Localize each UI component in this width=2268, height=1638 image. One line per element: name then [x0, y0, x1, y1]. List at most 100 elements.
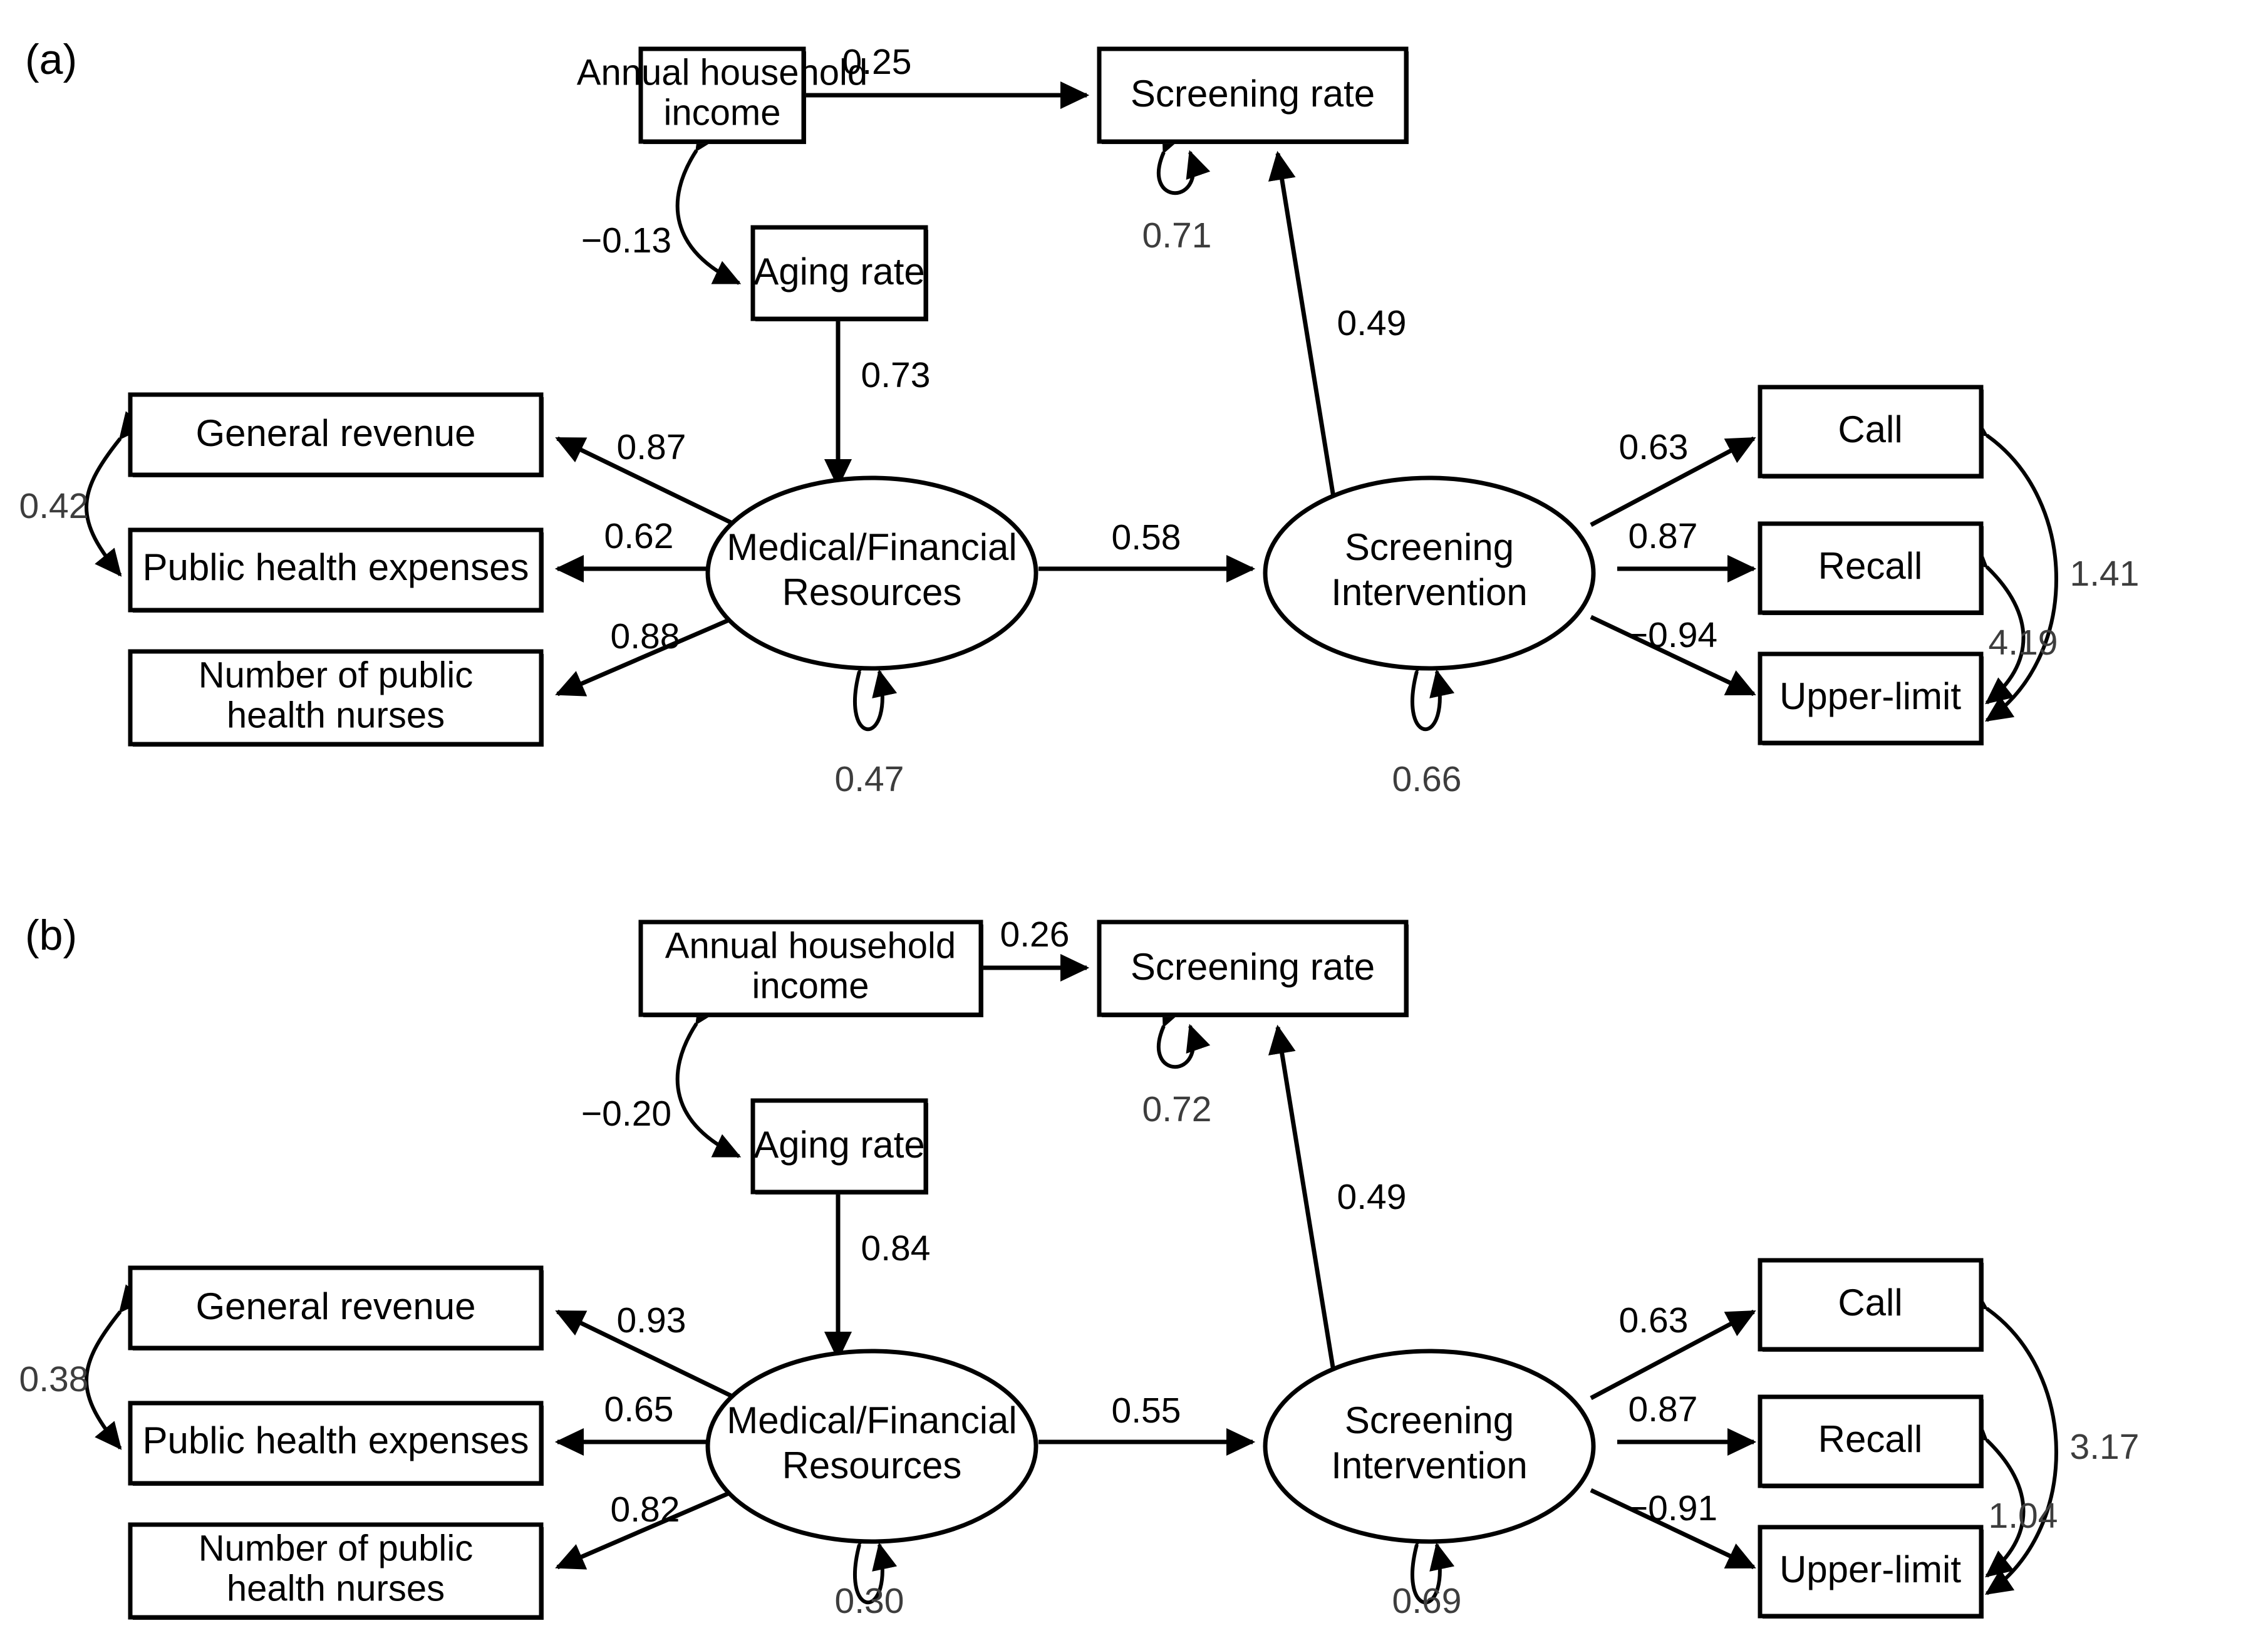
node-label-recall: Recall: [1818, 545, 1923, 587]
edge-label-screening-rate-residual: 0.71: [1142, 215, 1212, 256]
node-label-annual-household-income-line2: income: [664, 92, 781, 133]
node-medical-financial-resources-b[interactable]: Medical/Financial Resources: [705, 1349, 1038, 1544]
edge-label-medical-residual-b: 0.30: [835, 1581, 904, 1621]
edge-medical-to-nurses-b: [555, 1488, 737, 1570]
node-label-screening-intervention-line2: Intervention: [1331, 571, 1528, 613]
panel-b: (b) 0.26 −0.20 0.84 0.49 0.72 0.93 0.65 …: [19, 911, 2140, 1621]
node-screening-intervention-b[interactable]: Screening Intervention: [1263, 1349, 1596, 1544]
node-label-public-health-nurses-line2: health nurses: [227, 695, 445, 735]
node-label-medical-financial-line1: Medical/Financial: [727, 526, 1017, 568]
node-screening-rate[interactable]: Screening rate: [1097, 46, 1409, 144]
edge-label-aging-to-medical: 0.73: [861, 355, 931, 395]
edge-revenue-expenses-covariance-b: [85, 1284, 146, 1450]
node-public-health-expenses[interactable]: Public health expenses: [128, 527, 544, 613]
node-medical-financial-resources[interactable]: Medical/Financial Resources: [705, 475, 1038, 671]
node-label-aging-rate-b: Aging rate: [753, 1124, 925, 1166]
edge-label-recall-upper-limit-covariance-b: 1.04: [1989, 1496, 2058, 1536]
edge-intervention-to-upper-limit-b: [1590, 1488, 1756, 1570]
edge-label-screening-rate-residual-b: 0.72: [1142, 1089, 1212, 1129]
edge-intervention-to-call-b: [1590, 1309, 1756, 1401]
node-screening-intervention[interactable]: Screening Intervention: [1263, 475, 1596, 671]
node-label-public-health-expenses-b: Public health expenses: [142, 1419, 529, 1461]
node-call[interactable]: Call: [1758, 385, 1984, 479]
edge-recall-upper-limit-covariance-b: [1960, 1413, 2026, 1578]
edge-label-intervention-to-call-b: 0.63: [1619, 1300, 1689, 1340]
node-label-screening-intervention-line2-b: Intervention: [1331, 1444, 1528, 1486]
node-label-screening-rate-b: Screening rate: [1131, 946, 1375, 988]
node-annual-household-income-b[interactable]: Annual household income: [638, 920, 983, 1017]
node-label-screening-rate: Screening rate: [1131, 73, 1375, 115]
edge-recall-upper-limit-covariance: [1960, 540, 2026, 705]
edge-screening-rate-residual-loop-b: [1157, 998, 1211, 1069]
edge-income-aging-covariance-b: [675, 995, 742, 1158]
node-public-health-nurses[interactable]: Number of public health nurses: [128, 649, 544, 747]
node-annual-household-income[interactable]: Annual household income: [577, 46, 867, 144]
edge-label-intervention-residual: 0.66: [1392, 759, 1462, 799]
node-public-health-nurses-b[interactable]: Number of public health nurses: [128, 1522, 544, 1620]
edge-label-medical-residual: 0.47: [835, 759, 904, 799]
edge-label-intervention-residual-b: 0.69: [1392, 1581, 1462, 1621]
edge-label-medical-to-general-revenue-b: 0.93: [617, 1300, 686, 1340]
edge-label-recall-upper-limit-covariance: 4.19: [1989, 623, 2058, 663]
node-label-medical-financial-line2-b: Resources: [782, 1444, 962, 1486]
edge-screening-rate-residual-loop: [1157, 124, 1211, 195]
edge-income-aging-covariance: [675, 122, 742, 285]
edge-label-medical-to-general-revenue: 0.87: [617, 427, 686, 467]
node-label-medical-financial-line1-b: Medical/Financial: [727, 1399, 1017, 1441]
edge-label-call-upper-limit-covariance-b: 3.17: [2070, 1427, 2140, 1467]
edge-medical-residual-loop-b: [853, 1517, 898, 1604]
edge-revenue-expenses-covariance: [85, 411, 146, 577]
node-public-health-expenses-b[interactable]: Public health expenses: [128, 1401, 544, 1486]
node-label-call-b: Call: [1838, 1282, 1902, 1324]
node-aging-rate-b[interactable]: Aging rate: [750, 1098, 928, 1195]
edge-label-intervention-to-upper-limit: −0.94: [1627, 615, 1717, 655]
node-label-annual-household-income-line2-b: income: [752, 965, 869, 1006]
node-label-screening-intervention-line1-b: Screening: [1345, 1399, 1514, 1441]
edge-medical-residual-loop: [853, 644, 898, 731]
edge-label-intervention-to-call: 0.63: [1619, 427, 1689, 467]
edge-medical-to-general-revenue-b: [555, 1309, 737, 1401]
node-label-general-revenue-b: General revenue: [196, 1285, 476, 1327]
edge-label-income-aging-covariance-b: −0.20: [581, 1094, 671, 1134]
edge-label-medical-to-intervention-b: 0.55: [1112, 1391, 1181, 1431]
node-label-public-health-expenses: Public health expenses: [142, 546, 529, 588]
node-label-call: Call: [1838, 408, 1902, 450]
node-upper-limit[interactable]: Upper-limit: [1758, 651, 1984, 745]
edge-label-intervention-to-screening-rate-b: 0.49: [1337, 1177, 1407, 1217]
edge-call-upper-limit-covariance-b: [1959, 1283, 2058, 1595]
edge-intervention-to-screening-rate-b: [1268, 1024, 1337, 1376]
node-label-public-health-nurses-line1: Number of public: [199, 655, 473, 695]
node-aging-rate[interactable]: Aging rate: [750, 225, 928, 321]
edge-label-medical-to-nurses-b: 0.82: [611, 1490, 680, 1530]
edge-label-income-aging-covariance: −0.13: [581, 220, 671, 261]
edge-label-medical-to-public-health-expenses: 0.62: [604, 516, 674, 556]
edge-medical-to-nurses: [555, 614, 737, 697]
edge-label-revenue-expenses-covariance: 0.42: [19, 486, 89, 526]
node-label-annual-household-income-line1-b: Annual household: [665, 925, 956, 966]
edge-label-intervention-to-screening-rate: 0.49: [1337, 303, 1407, 343]
edge-label-medical-to-intervention: 0.58: [1112, 517, 1181, 557]
edge-intervention-residual-loop-b: [1411, 1517, 1455, 1604]
node-general-revenue-b[interactable]: General revenue: [128, 1265, 544, 1350]
node-upper-limit-b[interactable]: Upper-limit: [1758, 1525, 1984, 1619]
node-label-public-health-nurses-line1-b: Number of public: [199, 1528, 473, 1568]
node-label-upper-limit-b: Upper-limit: [1779, 1548, 1961, 1590]
edge-label-medical-to-public-health-expenses-b: 0.65: [604, 1389, 674, 1429]
node-screening-rate-b[interactable]: Screening rate: [1097, 920, 1409, 1017]
node-label-annual-household-income-line1: Annual household: [577, 52, 867, 93]
node-recall[interactable]: Recall: [1758, 521, 1984, 615]
panel-b-tag: (b): [25, 911, 77, 959]
edge-call-upper-limit-covariance: [1959, 410, 2058, 722]
panel-a: (a) 0.25 −0.13 0.73 0.49 0.71 0.87 0.62: [19, 36, 2140, 799]
node-label-general-revenue: General revenue: [196, 412, 476, 454]
node-label-medical-financial-line2: Resources: [782, 571, 962, 613]
edge-label-income-to-screening-rate-b: 0.26: [1000, 915, 1070, 955]
edge-intervention-to-upper-limit: [1590, 614, 1756, 697]
node-label-upper-limit: Upper-limit: [1779, 675, 1961, 717]
edge-label-income-to-screening-rate: 0.25: [842, 42, 912, 82]
node-general-revenue[interactable]: General revenue: [128, 392, 544, 477]
node-recall-b[interactable]: Recall: [1758, 1394, 1984, 1488]
edge-intervention-to-call: [1590, 436, 1756, 527]
node-call-b[interactable]: Call: [1758, 1258, 1984, 1352]
